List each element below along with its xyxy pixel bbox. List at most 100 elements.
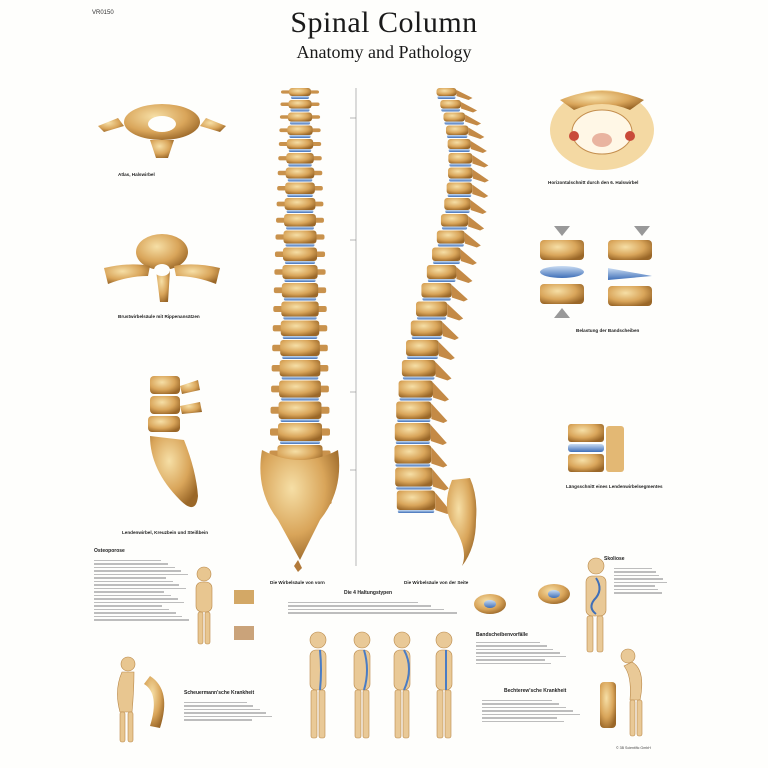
side-spinous-process bbox=[431, 403, 448, 423]
front-vertebra bbox=[277, 445, 323, 464]
bechterew-figure bbox=[620, 648, 643, 737]
front-vertebra bbox=[286, 153, 314, 164]
front-vertebra bbox=[289, 88, 311, 96]
front-disc bbox=[281, 376, 319, 380]
front-disc bbox=[286, 226, 314, 230]
text-line bbox=[482, 717, 557, 719]
text-line bbox=[614, 588, 659, 591]
side-spinous-process bbox=[432, 382, 449, 402]
side-vertebra bbox=[447, 139, 471, 149]
side-spinous-process bbox=[468, 216, 485, 231]
text-line bbox=[94, 587, 187, 590]
osteoporosis-text bbox=[94, 558, 190, 658]
text-line bbox=[288, 605, 432, 607]
side-disc bbox=[395, 441, 430, 444]
text-line bbox=[94, 608, 169, 611]
caption-sacrum: Lendenwirbel, Kreuzbein und Steißbein bbox=[122, 530, 209, 535]
side-spinous-process bbox=[468, 127, 485, 139]
front-disc bbox=[289, 121, 311, 125]
side-spinous-process bbox=[456, 267, 473, 283]
side-disc bbox=[397, 510, 435, 513]
text-line bbox=[94, 577, 166, 579]
atlas-illustration bbox=[98, 104, 226, 158]
side-vertebra bbox=[444, 198, 471, 210]
side-vertebra bbox=[396, 490, 436, 510]
side-vertebra bbox=[395, 467, 433, 487]
side-spinous-process bbox=[461, 102, 478, 113]
front-disc bbox=[280, 419, 320, 422]
text-line bbox=[94, 570, 182, 572]
text-line bbox=[94, 619, 190, 621]
side-spinous-process bbox=[472, 184, 489, 198]
side-vertebra bbox=[445, 125, 469, 135]
text-line bbox=[482, 706, 566, 709]
front-vertebra bbox=[288, 100, 312, 109]
side-disc bbox=[444, 121, 465, 125]
disc-load-illustration bbox=[540, 226, 652, 318]
side-vertebra bbox=[440, 100, 462, 109]
text-line bbox=[614, 585, 655, 587]
side-spinous-process bbox=[442, 322, 459, 340]
text-line bbox=[614, 592, 663, 594]
text-line bbox=[476, 655, 567, 658]
herniation-illustration bbox=[474, 584, 570, 614]
front-disc bbox=[282, 336, 318, 339]
text-line bbox=[184, 701, 247, 704]
side-disc bbox=[445, 210, 470, 213]
curved-spine-segment bbox=[144, 676, 165, 728]
text-line bbox=[482, 699, 552, 702]
thoracic-vertebra-illustration bbox=[104, 234, 220, 302]
text-line bbox=[482, 713, 580, 716]
side-vertebra bbox=[394, 445, 432, 464]
side-vertebra bbox=[401, 360, 436, 377]
side-disc bbox=[422, 297, 451, 301]
text-line bbox=[184, 715, 273, 718]
heading-bechterew: Bechterew'sche Krankheit bbox=[504, 688, 567, 694]
side-vertebra bbox=[432, 247, 461, 261]
side-spinous-process bbox=[430, 425, 447, 445]
front-vertebra bbox=[282, 265, 318, 279]
side-vertebra bbox=[446, 182, 473, 194]
poster-title: Spinal Column bbox=[290, 6, 478, 39]
side-disc bbox=[437, 243, 464, 247]
text-line bbox=[482, 703, 559, 705]
side-spinous-process bbox=[470, 200, 487, 214]
side-disc bbox=[427, 279, 456, 282]
herniation-text bbox=[476, 640, 568, 680]
side-spinous-process bbox=[465, 114, 482, 126]
copyright: © 3B Scientific GmbH bbox=[616, 746, 651, 750]
text-line bbox=[184, 705, 254, 707]
caption-disc-load: Belastung der Bandscheiben bbox=[576, 328, 640, 333]
bamboo-spine bbox=[600, 682, 616, 728]
front-disc bbox=[287, 194, 313, 197]
front-vertebra bbox=[279, 360, 321, 377]
text-line bbox=[94, 580, 173, 583]
side-spinous-process bbox=[431, 447, 448, 468]
text-line bbox=[94, 594, 171, 597]
side-disc bbox=[447, 194, 472, 197]
heading-scoliosis: Skoliose bbox=[604, 556, 625, 562]
front-disc bbox=[288, 149, 312, 152]
side-spinous-process bbox=[435, 362, 452, 381]
heading-disc-herniation: Bandscheibenvorfälle bbox=[476, 632, 528, 638]
text-line bbox=[94, 615, 183, 618]
side-vertebra bbox=[443, 112, 466, 122]
bone-sample-healthy bbox=[234, 590, 254, 604]
text-line bbox=[476, 652, 560, 654]
front-vertebra bbox=[284, 198, 316, 210]
text-line bbox=[94, 591, 165, 593]
text-line bbox=[482, 720, 564, 723]
scheuermann-figure bbox=[117, 656, 136, 743]
front-disc bbox=[284, 279, 316, 282]
text-line bbox=[184, 712, 266, 714]
front-vertebra bbox=[283, 230, 317, 244]
sacrum-illustration bbox=[148, 376, 202, 508]
side-spinous-process bbox=[451, 285, 468, 302]
text-line bbox=[288, 601, 419, 604]
front-vertebra bbox=[278, 401, 322, 419]
side-disc bbox=[397, 419, 431, 422]
front-vertebra bbox=[282, 247, 318, 261]
front-disc bbox=[286, 210, 314, 213]
